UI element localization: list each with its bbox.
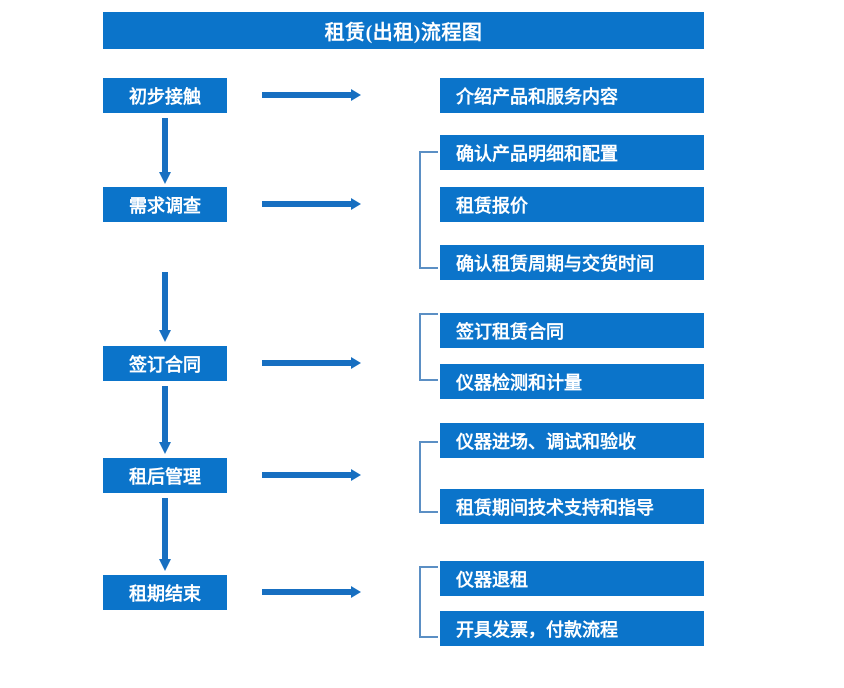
- arrow-head-right-icon: [351, 469, 361, 481]
- arrow-head-down-icon: [159, 442, 171, 454]
- arrow-head-right-icon: [351, 586, 361, 598]
- stage-box-rental-end[interactable]: 租期结束: [103, 575, 227, 610]
- stage-box-sign-contract[interactable]: 签订合同: [103, 346, 227, 381]
- arrow-head-right-icon: [351, 198, 361, 210]
- detail-box-invoice-payment[interactable]: 开具发票，付款流程: [440, 611, 704, 646]
- branch-arrow-post-rental-management: [262, 469, 361, 481]
- connector-arrow-management-to-end: [159, 498, 171, 571]
- connector-arrow-contract-to-management: [159, 386, 171, 454]
- detail-box-instrument-return[interactable]: 仪器退租: [440, 561, 704, 596]
- arrow-shaft: [262, 472, 352, 478]
- detail-box-confirm-rental-period[interactable]: 确认租赁周期与交货时间: [440, 245, 704, 280]
- arrow-shaft: [262, 360, 352, 366]
- arrow-shaft: [162, 118, 168, 173]
- group-bracket-sign-contract: [419, 313, 438, 381]
- detail-box-sign-rental-contract[interactable]: 签订租赁合同: [440, 313, 704, 348]
- group-bracket-rental-end: [419, 566, 438, 638]
- connector-arrow-initial-to-survey: [159, 118, 171, 184]
- arrow-head-down-icon: [159, 172, 171, 184]
- stage-box-initial-contact[interactable]: 初步接触: [103, 78, 227, 113]
- branch-arrow-rental-end: [262, 586, 361, 598]
- branch-arrow-sign-contract: [262, 357, 361, 369]
- detail-box-rental-quote[interactable]: 租赁报价: [440, 187, 704, 222]
- group-bracket-requirement-survey: [419, 151, 438, 269]
- detail-box-confirm-product-spec[interactable]: 确认产品明细和配置: [440, 135, 704, 170]
- stage-box-post-rental-management[interactable]: 租后管理: [103, 458, 227, 493]
- arrow-shaft: [262, 92, 352, 98]
- chart-title: 租赁(出租)流程图: [103, 12, 704, 49]
- arrow-shaft: [262, 201, 352, 207]
- arrow-shaft: [162, 386, 168, 443]
- group-bracket-post-rental-management: [419, 441, 438, 513]
- arrow-shaft: [162, 272, 168, 331]
- arrow-head-down-icon: [159, 559, 171, 571]
- detail-box-technical-support[interactable]: 租赁期间技术支持和指导: [440, 489, 704, 524]
- arrow-shaft: [262, 589, 352, 595]
- branch-arrow-initial-contact: [262, 89, 361, 101]
- detail-box-introduce-products[interactable]: 介绍产品和服务内容: [440, 78, 704, 113]
- arrow-shaft: [162, 498, 168, 560]
- arrow-head-right-icon: [351, 89, 361, 101]
- detail-box-instrument-inspection[interactable]: 仪器检测和计量: [440, 364, 704, 399]
- stage-box-requirement-survey[interactable]: 需求调查: [103, 187, 227, 222]
- connector-arrow-survey-to-contract: [159, 272, 171, 342]
- detail-box-instrument-onsite-commissioning[interactable]: 仪器进场、调试和验收: [440, 423, 704, 458]
- arrow-head-down-icon: [159, 330, 171, 342]
- branch-arrow-requirement-survey: [262, 198, 361, 210]
- arrow-head-right-icon: [351, 357, 361, 369]
